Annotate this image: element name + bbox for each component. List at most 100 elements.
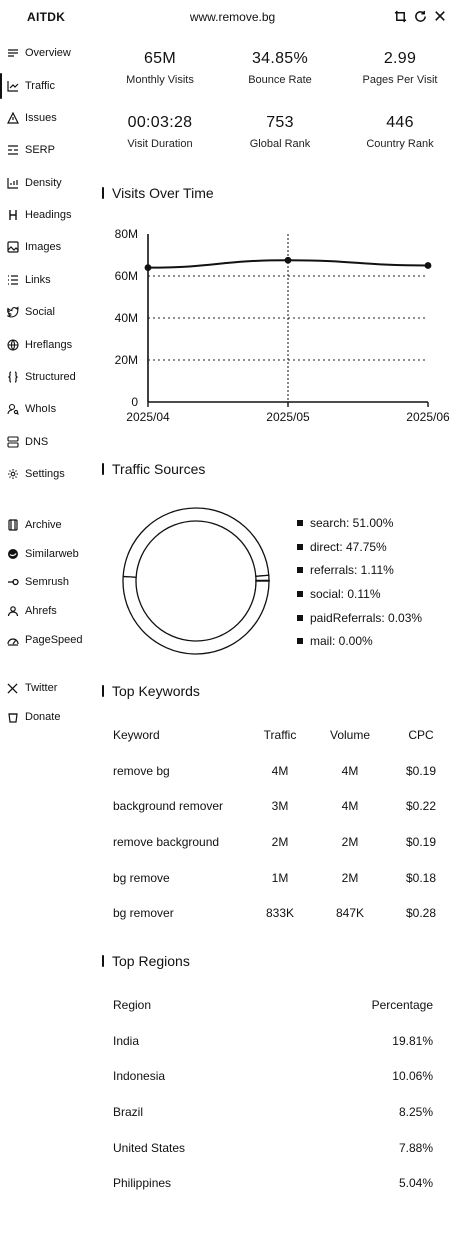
sidebar-item-hreflangs[interactable]: Hreflangs	[6, 335, 72, 355]
sidebar-item-label: PageSpeed	[25, 634, 83, 646]
sidebar-item-structured[interactable]: Structured	[6, 367, 76, 387]
legend-item[interactable]: paidReferrals: 0.03%	[297, 606, 422, 630]
x-tick-label: 2025/05	[266, 410, 310, 424]
column-header: CPC	[408, 728, 434, 742]
y-tick-label: 20M	[115, 353, 138, 367]
column-header: Percentage	[371, 998, 433, 1012]
table-cell: India	[113, 1033, 140, 1048]
sidebar-item-label: Headings	[25, 209, 72, 221]
crop-icon[interactable]	[393, 9, 407, 23]
sidebar-item-overview[interactable]: Overview	[6, 43, 71, 63]
sidebar-item-label: Donate	[25, 711, 61, 723]
legend-item[interactable]: search: 51.00%	[297, 511, 422, 535]
sidebar-item-images[interactable]: Images	[6, 237, 61, 257]
sidebar-item-pagespeed[interactable]: PageSpeed	[6, 630, 83, 650]
x-tick-label: 2025/06	[406, 410, 450, 424]
data-point[interactable]	[284, 256, 292, 264]
stat-label: Global Rank	[249, 138, 311, 150]
column-header: Traffic	[263, 728, 297, 742]
sidebar-item-issues[interactable]: Issues	[6, 108, 57, 128]
sidebar-item-label: Hreflangs	[25, 339, 73, 351]
table-cell: 10.06%	[392, 1069, 433, 1084]
refresh-icon[interactable]	[413, 9, 427, 23]
stat-value: 34.85%	[251, 50, 309, 67]
sidebar-item-serp[interactable]: SERP	[6, 140, 55, 160]
pagespeed-icon	[6, 634, 19, 647]
gear-icon	[6, 468, 19, 481]
table-cell: remove bg	[113, 763, 170, 778]
table-cell: United States	[113, 1140, 186, 1155]
legend-swatch	[297, 590, 303, 597]
sidebar-item-settings[interactable]: Settings	[6, 464, 65, 484]
legend-label: mail: 0.00%	[310, 634, 373, 649]
sidebar-item-twitter[interactable]: Twitter	[6, 678, 57, 698]
warning-icon	[6, 112, 19, 125]
legend-swatch	[297, 543, 303, 550]
sidebar-item-traffic[interactable]: Traffic	[6, 76, 55, 96]
table-cell: 847K	[335, 906, 365, 921]
table-cell: $0.28	[405, 906, 437, 921]
close-icon[interactable]	[433, 9, 447, 23]
section-title-keywords: Top Keywords	[102, 683, 200, 699]
sidebar-item-similarweb[interactable]: Similarweb	[6, 544, 79, 564]
data-point[interactable]	[144, 264, 152, 271]
sidebar-item-label: Similarweb	[25, 548, 79, 560]
stat-pages-per-visit: 2.99 Pages Per Visit	[340, 50, 460, 86]
donut-slice[interactable]	[122, 575, 270, 655]
braces-icon	[6, 371, 19, 384]
table-cell: background remover	[113, 799, 224, 814]
table-cell: Philippines	[113, 1176, 172, 1191]
section-title-text: Top Regions	[112, 953, 190, 969]
table-cell: $0.19	[405, 835, 437, 850]
sidebar-item-headings[interactable]: Headings	[6, 205, 71, 225]
donut-slice[interactable]	[122, 507, 270, 578]
legend-item[interactable]: mail: 0.00%	[297, 629, 422, 653]
table-cell: bg remover	[113, 906, 174, 921]
sidebar-item-whois[interactable]: WhoIs	[6, 399, 56, 419]
donut-slice[interactable]	[255, 574, 270, 582]
image-icon	[6, 241, 19, 254]
legend-item[interactable]: referrals: 1.11%	[297, 558, 422, 582]
stat-value: 753	[266, 114, 294, 131]
legend-item[interactable]: direct: 47.75%	[297, 535, 422, 559]
sidebar-item-label: Density	[25, 177, 62, 189]
sidebar-item-semrush[interactable]: Semrush	[6, 572, 69, 592]
globe-icon	[6, 339, 19, 352]
sidebar-item-social[interactable]: Social	[6, 302, 55, 322]
sidebar-item-links[interactable]: Links	[6, 270, 51, 290]
y-tick-label: 40M	[115, 311, 138, 325]
section-title-text: Top Keywords	[112, 683, 200, 699]
sidebar-item-label: Twitter	[25, 682, 58, 694]
overview-icon	[6, 47, 19, 60]
stat-label: Country Rank	[366, 138, 434, 150]
legend-label: referrals: 1.11%	[310, 563, 394, 578]
sidebar-item-label: Images	[25, 241, 62, 253]
sidebar-item-donate[interactable]: Donate	[6, 707, 60, 727]
table-cell: 19.81%	[392, 1033, 433, 1048]
sidebar-item-ahrefs[interactable]: Ahrefs	[6, 601, 57, 621]
x-tick-label: 2025/04	[126, 410, 170, 424]
table-cell: remove background	[113, 835, 220, 850]
sidebar-item-density[interactable]: Density	[6, 173, 62, 193]
table-cell: $0.18	[405, 870, 437, 885]
server-icon	[6, 436, 19, 449]
x-icon	[6, 682, 19, 695]
table-cell: 2M	[271, 835, 289, 850]
sidebar-item-dns[interactable]: DNS	[6, 432, 48, 452]
sidebar-item-archive[interactable]: Archive	[6, 515, 62, 535]
semrush-icon	[6, 576, 19, 589]
table-cell: $0.19	[405, 763, 437, 778]
sidebar-item-label: Social	[25, 306, 55, 318]
cup-icon	[6, 711, 19, 724]
data-point[interactable]	[424, 262, 432, 269]
legend-item[interactable]: social: 0.11%	[297, 582, 422, 606]
sidebar-item-label: Settings	[25, 468, 65, 480]
